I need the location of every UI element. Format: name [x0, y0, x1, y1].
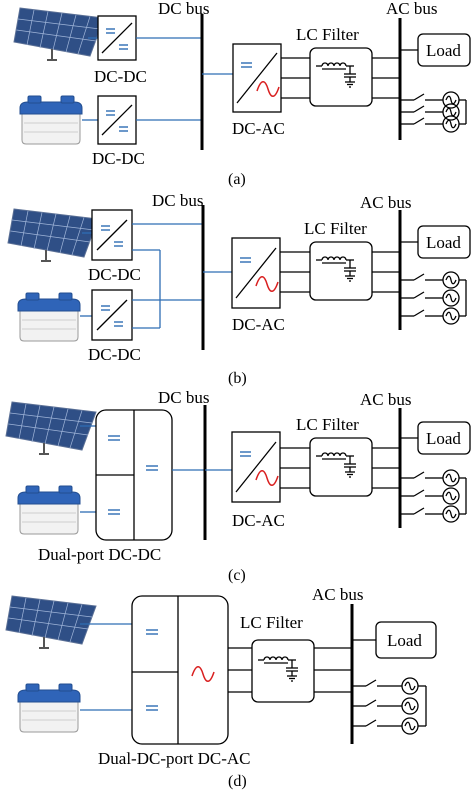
ac-source-icon: [442, 469, 460, 487]
lc-filter: [251, 639, 315, 703]
caption-d: (d): [228, 773, 247, 790]
dc-bus-label: DC bus: [152, 191, 203, 210]
battery-icon: [17, 683, 81, 733]
solar-panel-icon: [5, 595, 97, 649]
load-box: [417, 421, 471, 455]
panel-d: Dual-DC-port DC-AC LC Filter AC bus Load…: [5, 585, 437, 790]
load-label: Load: [387, 631, 422, 650]
ac-source-icon: [401, 677, 419, 695]
sine-wave-icon: [191, 666, 215, 682]
load-box: [417, 225, 471, 259]
solar-panel-icon: [5, 401, 97, 455]
caption-c: (c): [228, 567, 246, 584]
dc-dc-label-bottom: DC-DC: [88, 345, 141, 364]
dc-ac-label: DC-AC: [232, 511, 285, 530]
battery-icon: [19, 95, 83, 145]
caption-a: (a): [228, 171, 246, 188]
lc-filter: [309, 437, 373, 497]
panel-a: DC-DC DC-DC DC bus DC-AC LC Filter AC bu…: [13, 0, 471, 188]
lc-filter-label: LC Filter: [240, 613, 303, 632]
solar-panel-icon: [13, 7, 105, 61]
dc-ac-inverter: [231, 431, 281, 503]
dual-port-label: Dual-port DC-DC: [38, 545, 161, 564]
dc-ac-label: DC-AC: [232, 315, 285, 334]
battery-icon: [17, 292, 81, 342]
panel-b: DC-DC DC-DC DC bus DC-AC LC Filter AC bu…: [7, 191, 471, 387]
caption-b: (b): [228, 370, 247, 387]
dc-ac-inverter: [231, 237, 281, 309]
dc-ac-label: DC-AC: [232, 119, 285, 138]
lc-filter-label: LC Filter: [304, 219, 367, 238]
load-box: [375, 621, 437, 659]
lc-filter: [309, 47, 373, 107]
dual-dc-port-label: Dual-DC-port DC-AC: [98, 749, 251, 768]
load-label: Load: [426, 429, 461, 448]
switch-icon: [399, 93, 438, 101]
lc-filter-label: LC Filter: [296, 415, 359, 434]
solar-panel-icon: [7, 208, 99, 262]
load-label: Load: [426, 41, 461, 60]
dc-dc-label-bottom: DC-DC: [92, 149, 145, 168]
lc-filter-label: LC Filter: [296, 25, 359, 44]
load-box: [417, 33, 471, 67]
dc-dc-label-top: DC-DC: [88, 265, 141, 284]
ac-bus-label: AC bus: [312, 585, 363, 604]
ac-bus-label: AC bus: [360, 193, 411, 212]
panel-c: Dual-port DC-DC DC bus DC-AC LC Filter A…: [5, 388, 471, 584]
load-label: Load: [426, 233, 461, 252]
dc-dc-label-top: DC-DC: [94, 67, 147, 86]
dc-bus-label: DC bus: [158, 388, 209, 407]
ac-source-icon: [442, 271, 460, 289]
dual-dc-port-dc-ac: [131, 595, 229, 745]
ac-bus-label: AC bus: [360, 390, 411, 409]
switch-icon: [351, 679, 390, 687]
switch-icon: [399, 471, 438, 479]
ac-bus-label: AC bus: [386, 0, 437, 18]
switch-icon: [399, 273, 438, 281]
dc-bus-label: DC bus: [158, 0, 209, 18]
battery-icon: [17, 485, 81, 535]
lc-filter: [309, 241, 373, 301]
